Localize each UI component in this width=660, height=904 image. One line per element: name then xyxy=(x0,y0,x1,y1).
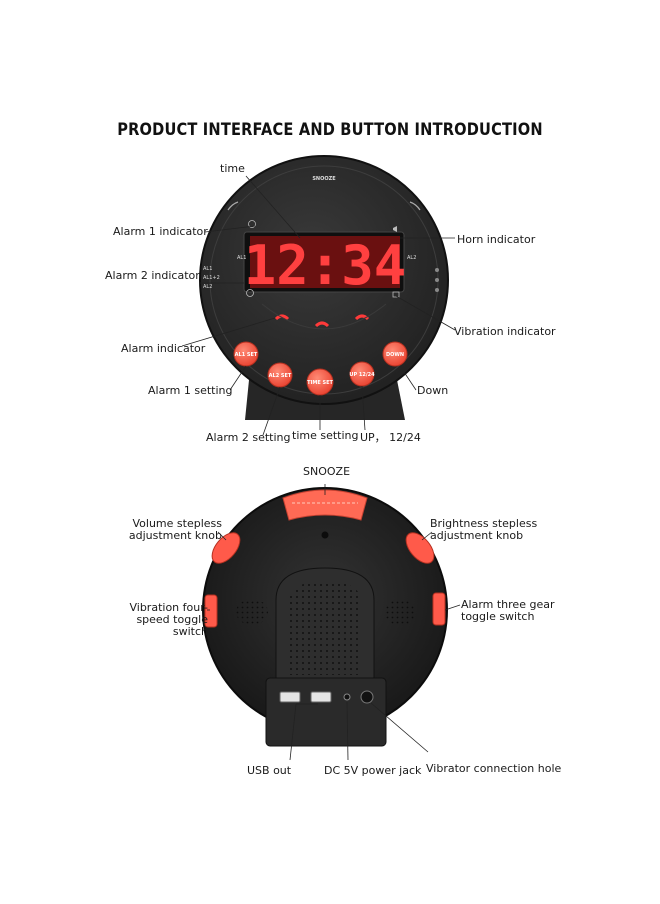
svg-text:AL2 SET: AL2 SET xyxy=(269,373,292,379)
port-base xyxy=(265,677,387,747)
label-snooze: SNOOZE xyxy=(303,465,351,478)
al2-marker: AL2 xyxy=(407,255,416,261)
alarm-led-center xyxy=(314,321,330,328)
label-alarm-indicator: Alarm indicator xyxy=(121,342,206,355)
label-volume-knob: Volume stepless adjustment knob xyxy=(128,517,222,542)
side-led xyxy=(435,268,439,272)
horn-icon xyxy=(393,226,397,232)
label-vibration-indicator: Vibration indicator xyxy=(454,325,556,338)
display-panel xyxy=(250,236,400,288)
page-title: PRODUCT INTERFACE AND BUTTON INTRODUCTIO… xyxy=(117,120,543,140)
alarm-led-right xyxy=(354,314,370,321)
label-dc-jack: DC 5V power jack xyxy=(324,764,422,777)
top-hole xyxy=(321,531,329,539)
status-al12: AL1+2 xyxy=(203,275,220,281)
vibrator-hole[interactable] xyxy=(360,690,374,704)
alarm-gear-switch[interactable] xyxy=(432,592,446,626)
label-brightness-knob: Brightness stepless adjustment knob xyxy=(430,517,538,542)
label-alarm2-setting: Alarm 2 setting xyxy=(206,431,291,444)
svg-text:UP 12/24: UP 12/24 xyxy=(349,372,375,378)
label-horn-indicator: Horn indicator xyxy=(457,233,536,246)
volume-knob[interactable] xyxy=(207,528,245,568)
alarm2-bell-icon xyxy=(246,289,254,297)
usb-port-1[interactable] xyxy=(279,691,301,703)
brightness-knob[interactable] xyxy=(401,528,439,568)
label-alarm1-indicator: Alarm 1 indicator xyxy=(113,225,208,238)
front-clock: SNOOZE 12:34 AL1 AL2 AL1 AL1+2 AL2 AL1 S… xyxy=(199,155,449,420)
label-vibrator-hole: Vibrator connection hole xyxy=(426,762,562,775)
back-leader-lines xyxy=(207,484,461,761)
display-time: 12:34 xyxy=(244,234,407,297)
svg-text:TIME SET: TIME SET xyxy=(307,380,333,386)
status-al2: AL2 xyxy=(203,284,212,290)
al1-marker: AL1 xyxy=(237,255,246,261)
snooze-top-text: SNOOZE xyxy=(312,176,336,182)
vibration-icon xyxy=(392,291,400,298)
speaker-grill xyxy=(288,581,362,675)
front-leader-lines xyxy=(181,175,456,436)
button-time-set[interactable]: TIME SET xyxy=(306,368,334,396)
label-time-setting: time setting xyxy=(292,429,359,442)
label-time: time xyxy=(220,162,245,175)
usb-port-2[interactable] xyxy=(310,691,332,703)
label-alarm1-setting: Alarm 1 setting xyxy=(148,384,233,397)
svg-text:DOWN: DOWN xyxy=(386,352,404,358)
label-usb-out: USB out xyxy=(247,764,292,777)
button-al2-set[interactable]: AL2 SET xyxy=(267,362,293,388)
label-alarm2-indicator: Alarm 2 indicator xyxy=(105,269,200,282)
snooze-pad[interactable] xyxy=(282,489,368,521)
label-up-12-24: UP， 12/24 xyxy=(360,431,421,444)
label-vibration-switch: Vibration four-speed toggle switch xyxy=(129,601,208,638)
button-al1-set[interactable]: AL1 SET xyxy=(233,341,259,367)
dc-jack[interactable] xyxy=(343,693,351,701)
label-down: Down xyxy=(417,384,449,397)
status-al1: AL1 xyxy=(203,266,212,272)
vibration-switch[interactable] xyxy=(204,594,218,628)
button-down[interactable]: DOWN xyxy=(382,341,408,367)
back-clock xyxy=(202,487,448,747)
alarm-led-left xyxy=(274,314,290,321)
svg-text:AL1 SET: AL1 SET xyxy=(235,352,258,358)
alarm1-bell-icon xyxy=(248,220,256,228)
label-alarm-switch: Alarm three gear toggle switch xyxy=(461,598,555,623)
